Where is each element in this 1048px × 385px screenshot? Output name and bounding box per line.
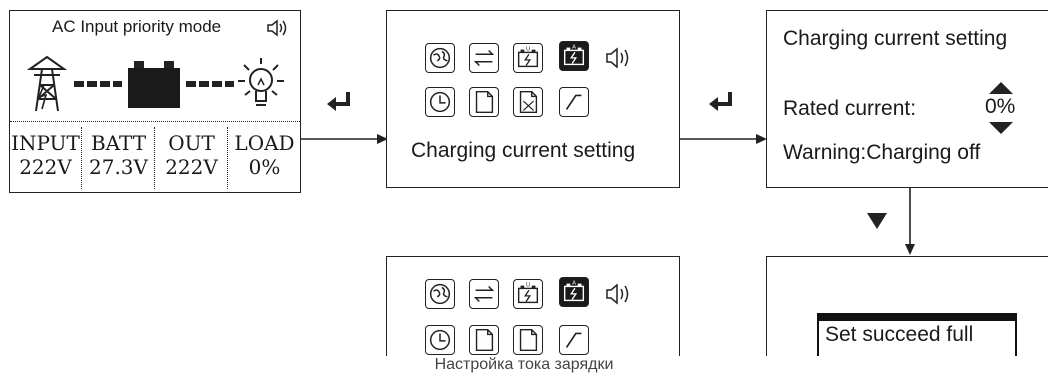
clock-icon[interactable]	[425, 87, 455, 117]
utility-tower-icon	[24, 55, 70, 118]
flow-arrow-1	[301, 132, 389, 150]
stat-value-input: 222V	[19, 155, 72, 179]
mode-title: AC Input priority mode	[52, 17, 222, 36]
transfer-icon[interactable]	[469, 43, 499, 73]
result-banner: Set succeed full	[817, 313, 1017, 356]
curve-icon[interactable]	[559, 87, 589, 117]
flow-line-right	[186, 81, 234, 87]
svg-text:A: A	[572, 281, 576, 287]
clock-icon[interactable]	[425, 325, 455, 355]
lightbulb-icon	[236, 55, 286, 118]
flow-line-left	[74, 81, 122, 87]
stat-label-batt: BATT	[90, 131, 147, 155]
page-cross-icon[interactable]	[513, 87, 543, 117]
down-arrow-icon[interactable]	[989, 121, 1013, 139]
down-key-icon	[867, 213, 887, 234]
stat-value-out: 222V	[165, 155, 218, 179]
setting-screen: Charging current setting Rated current: …	[766, 10, 1048, 188]
page-cross-icon[interactable]	[513, 325, 543, 355]
menu-selection-label: Charging current setting	[411, 139, 636, 162]
battery-icon	[126, 59, 182, 114]
stat-cell-out: OUT 222V	[156, 127, 228, 189]
menu-screen-repeat: U A	[386, 256, 680, 356]
result-screen: Set succeed full	[766, 256, 1048, 356]
figure-caption: Настройка тока зарядки	[434, 356, 614, 373]
globe-icon[interactable]	[425, 279, 455, 309]
curve-icon[interactable]	[559, 325, 589, 355]
stat-label-input: INPUT	[11, 131, 80, 155]
stat-label-out: OUT	[168, 131, 215, 155]
page-icon[interactable]	[469, 325, 499, 355]
rated-current-value[interactable]: 0%	[985, 95, 1016, 118]
stat-value-batt: 27.3V	[89, 155, 148, 179]
rated-current-label: Rated current:	[783, 97, 917, 120]
speaker-icon[interactable]	[603, 279, 633, 309]
battery-current-icon[interactable]: A	[559, 277, 589, 307]
stat-cell-load: LOAD 0%	[229, 127, 300, 189]
menu-screen: U A Charging current setting	[386, 10, 680, 188]
battery-voltage-icon[interactable]: U	[513, 279, 543, 309]
svg-text:U: U	[526, 47, 530, 53]
buzzer-icon	[265, 18, 289, 43]
status-screen: AC Input priority mode INPUT	[9, 10, 301, 193]
stat-label-load: LOAD	[234, 131, 295, 155]
stat-value-load: 0%	[248, 155, 281, 179]
up-arrow-icon[interactable]	[989, 81, 1013, 99]
transfer-icon[interactable]	[469, 279, 499, 309]
result-text: Set succeed full	[825, 323, 974, 346]
setting-title: Charging current setting	[783, 27, 1008, 50]
speaker-icon[interactable]	[603, 43, 633, 73]
enter-key-icon	[326, 92, 352, 117]
battery-voltage-icon[interactable]: U	[513, 43, 543, 73]
stat-cell-input: INPUT 222V	[10, 127, 82, 189]
svg-text:U: U	[526, 283, 530, 289]
enter-key-icon	[708, 92, 734, 117]
flow-arrow-3	[904, 188, 916, 261]
svg-text:A: A	[572, 45, 576, 51]
globe-icon[interactable]	[425, 43, 455, 73]
warning-text: Warning:Charging off	[783, 141, 981, 164]
stat-cell-batt: BATT 27.3V	[83, 127, 155, 189]
page-icon[interactable]	[469, 87, 499, 117]
battery-current-icon[interactable]: A	[559, 41, 589, 71]
flow-arrow-2	[680, 132, 768, 150]
stats-divider	[10, 121, 300, 122]
